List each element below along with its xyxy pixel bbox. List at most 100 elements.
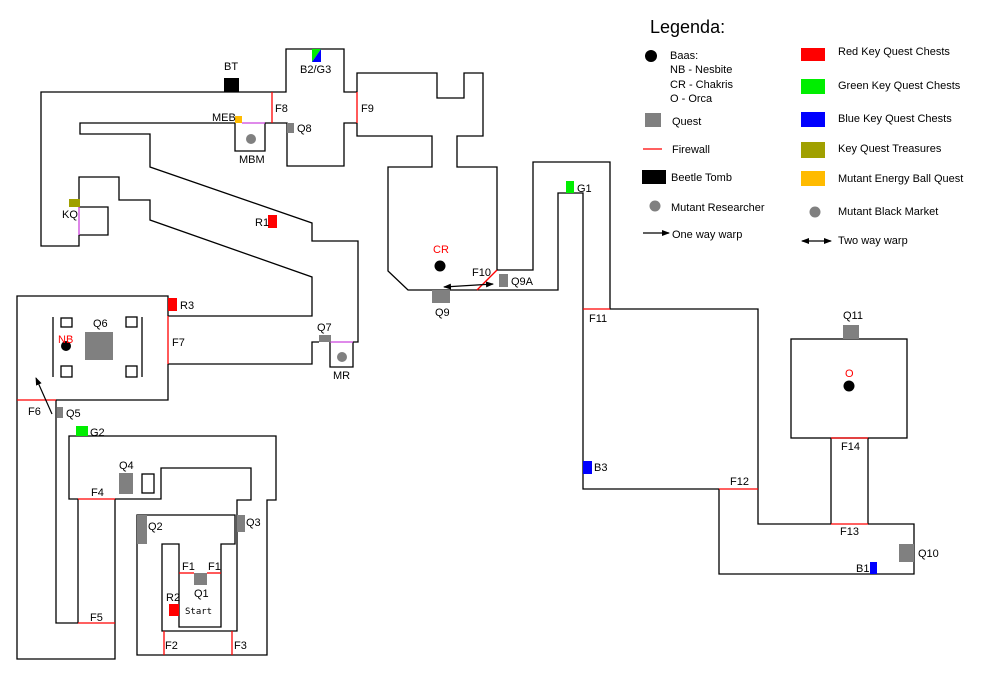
chest-markers [76,49,877,616]
label-f14: F14 [841,441,860,453]
chest-marker-g1 [566,181,574,193]
label-f1-right: F1 [208,561,221,573]
label-r3: R3 [180,300,194,312]
wall-top-left-outer [40,48,357,247]
wall-lower-right [718,489,915,575]
legend-energy-ball-icon [801,171,825,186]
label-meb: MEB [212,112,236,124]
wall-mr-box [329,342,354,368]
label-mbm: MBM [239,154,265,166]
chest-marker-g2 [76,426,88,436]
label-b3: B3 [594,462,607,474]
label-f7: F7 [172,337,185,349]
label-q9: Q9 [435,307,450,319]
label-f10: F10 [472,267,491,279]
quest-markers [57,123,914,585]
label-f1-left: F1 [182,561,195,573]
label-bt: BT [224,61,238,73]
quest-marker-q9 [432,290,450,303]
legend-boss-nesbite: NB - Nesbite [670,64,732,76]
legend-quest-icon [645,113,661,127]
label-q7: Q7 [317,322,332,334]
black-market-marker [246,134,256,144]
boss-marker-orca [843,380,855,392]
quest-marker-q11 [843,325,859,339]
label-q10: Q10 [918,548,939,560]
legend-boss-icon [645,50,657,62]
label-f4: F4 [91,487,104,499]
label-q3: Q3 [246,517,261,529]
label-o: O [845,368,854,380]
legend-blue-key-icon [801,112,825,127]
wall-upper-corridor [79,122,359,343]
legend-bosses-header: Baas: [670,50,698,62]
quest-marker-q4 [119,473,133,494]
label-r2: R2 [166,592,180,604]
quest-marker-q6 [85,332,113,360]
quest-marker-q8 [287,123,294,133]
special-markers [61,78,855,392]
pillar-square [125,365,138,378]
warps [35,281,494,415]
legend-red-key-label: Red Key Quest Chests [838,46,950,58]
label-start: Start [185,607,212,617]
quest-marker-q5 [57,407,63,418]
legend-black-market-label: Mutant Black Market [838,206,938,218]
label-q2: Q2 [148,521,163,533]
chest-marker-b3 [583,461,592,474]
map-labels: BT B2/G3 MEB F8 Q8 MBM F9 KQ R1 CR F10 Q… [28,61,939,652]
pillar-square [60,365,73,378]
beetle-tomb-marker [224,78,239,92]
chest-marker-b1 [870,562,877,574]
label-f13: F13 [840,526,859,538]
label-b1: B1 [856,563,869,575]
legend-key-treasure-icon [801,142,825,158]
legend-two-way-warp-label: Two way warp [838,235,908,247]
legend: Legenda: Baas: NB - Nesbite CR - Chakris… [642,17,963,247]
wall-nesbite-bottom [56,364,169,401]
label-f11: F11 [589,313,607,325]
one-way-warp-arrow [35,377,53,415]
label-q8: Q8 [297,123,312,135]
label-q6: Q6 [93,318,108,330]
wall-kq-corridor [78,176,313,317]
label-q5: Q5 [66,408,81,420]
quest-marker-q1 [194,573,207,585]
key-quest-treasure-marker [69,199,80,207]
quest-marker-q2 [137,515,147,544]
quest-marker-q7 [319,335,331,342]
label-cr: CR [433,244,449,256]
legend-researcher-icon [649,200,661,212]
label-mr: MR [333,370,350,382]
energy-ball-quest-marker [235,116,242,123]
label-f12: F12 [730,476,749,488]
label-nb: NB [58,334,73,346]
label-f2: F2 [165,640,178,652]
wall-f7-corridor-bottom [168,341,319,365]
legend-green-key-icon [801,79,825,94]
boss-marker-chakris [434,260,446,272]
legend-energy-ball-label: Mutant Energy Ball Quest [838,173,963,185]
legend-boss-chakris: CR - Chakris [670,79,733,91]
chest-marker-b2 [312,49,321,62]
small-box [141,473,155,494]
label-f5: F5 [90,612,103,624]
chest-marker-r2 [169,604,179,616]
label-q4: Q4 [119,460,134,472]
legend-title: Legenda: [650,17,725,37]
wall-chakris-inner [356,123,719,490]
label-f3: F3 [234,640,247,652]
label-g2: G2 [90,427,105,439]
quest-marker-q3 [237,515,245,532]
legend-blue-key-label: Blue Key Quest Chests [838,113,952,125]
label-q9a: Q9A [511,276,534,288]
quest-marker-q10 [899,544,914,562]
chest-marker-r3 [168,298,177,311]
label-q11: Q11 [843,310,863,322]
boss-marker-nesbite [61,341,71,351]
label-f8: F8 [275,103,288,115]
two-way-warp-arrow [443,281,494,290]
label-q1: Q1 [194,588,209,600]
wall-long-corridor-inner [55,400,78,624]
